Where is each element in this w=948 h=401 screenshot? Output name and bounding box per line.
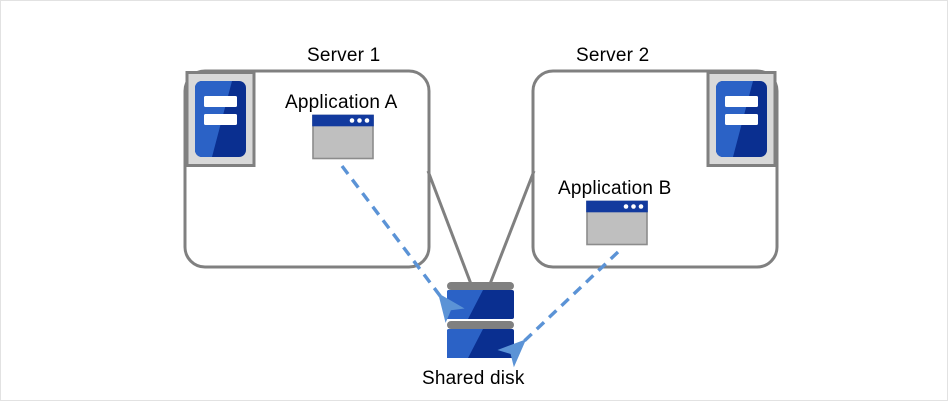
server-1-group[interactable]	[183, 69, 431, 269]
application-b-label: Application B	[558, 178, 672, 199]
disk-bar-top	[447, 282, 514, 290]
server-icon-bar-top	[725, 96, 758, 107]
server-2-box[interactable]	[531, 69, 779, 269]
server1-to-disk-link	[426, 170, 473, 285]
disk-platter-2-light	[447, 329, 483, 358]
server-2-group[interactable]	[531, 69, 779, 269]
window-dot-2	[631, 204, 636, 209]
appA-to-disk-access	[340, 164, 465, 323]
window-dot-1	[623, 204, 629, 209]
shared-disk-icon[interactable]	[447, 282, 514, 358]
window-dot-3	[364, 118, 370, 123]
server-icon-bar-bottom	[204, 114, 237, 125]
disk-bar-middle	[447, 321, 514, 329]
server-2-title: Server 2	[576, 45, 650, 66]
server-icon	[195, 81, 246, 157]
connector-lines	[426, 170, 536, 285]
server-icon-bar-bottom	[725, 114, 758, 125]
window-dot-1	[349, 118, 355, 123]
server-icon-bar-top	[204, 96, 237, 107]
application-window-titlebar	[586, 200, 648, 213]
application-a-label: Application A	[285, 92, 398, 113]
server-icon	[716, 81, 767, 157]
access-arrows	[340, 164, 620, 368]
server-1-box[interactable]	[183, 69, 431, 269]
shared-disk-label: Shared disk	[422, 368, 525, 389]
server-2-icon-frame	[706, 71, 777, 167]
server-1-icon-frame	[185, 71, 256, 167]
server-1-title: Server 1	[307, 45, 381, 66]
application-a-window-icon[interactable]	[312, 114, 374, 160]
appB-to-disk-access	[497, 250, 620, 368]
server2-to-disk-link	[488, 170, 536, 285]
application-window-titlebar	[312, 114, 374, 127]
window-dot-3	[638, 204, 644, 209]
application-b-window-icon[interactable]	[586, 200, 648, 246]
window-dot-2	[357, 118, 362, 123]
